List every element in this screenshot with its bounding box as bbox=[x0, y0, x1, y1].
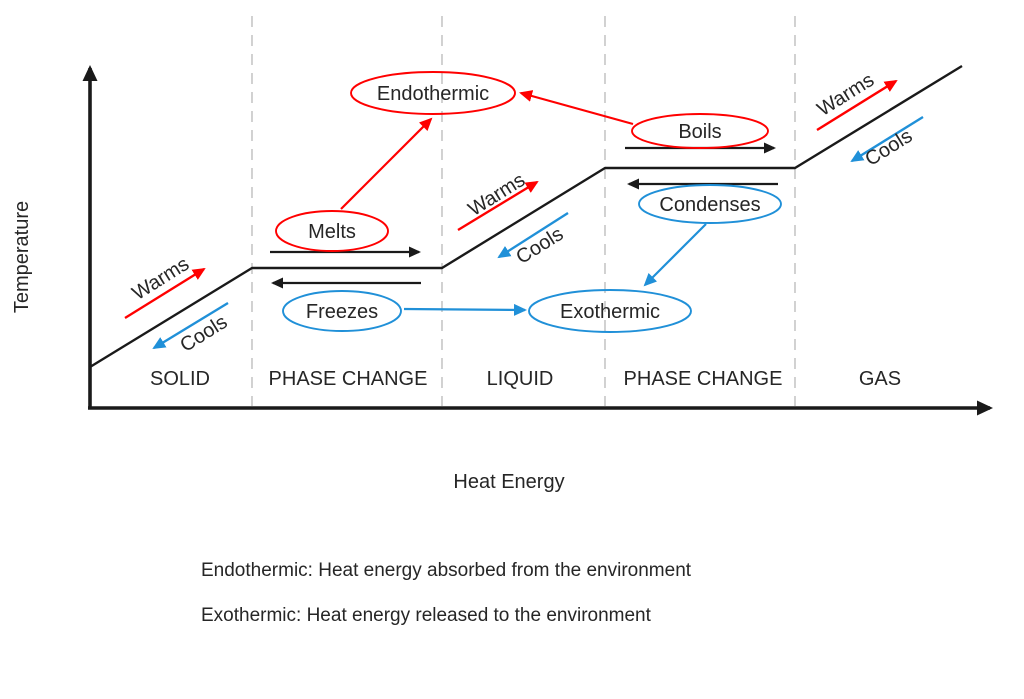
warms-label-liquid: Warms bbox=[464, 169, 529, 221]
boils-ellipse bbox=[631, 113, 769, 149]
exothermic-ellipse bbox=[528, 289, 692, 333]
endothermic-ellipse bbox=[350, 71, 516, 115]
melts-ellipse bbox=[275, 210, 389, 252]
melts-to-endothermic-arrow bbox=[340, 117, 433, 210]
condenses-to-exothermic-arrow bbox=[643, 223, 707, 287]
melts-label: Melts bbox=[308, 221, 356, 243]
warms-arrow-liquid bbox=[457, 180, 539, 232]
region-label-gas: GAS bbox=[859, 368, 901, 390]
condenses-label: Condenses bbox=[659, 194, 760, 216]
freezes-to-exothermic-arrow bbox=[403, 303, 527, 316]
warms-arrow-gas bbox=[816, 79, 898, 132]
region-label-phase-change-2: PHASE CHANGE bbox=[624, 368, 783, 390]
region-label-liquid: LIQUID bbox=[487, 368, 554, 390]
freezes-label: Freezes bbox=[306, 301, 378, 323]
boils-label: Boils bbox=[678, 121, 721, 143]
cools-arrow-liquid bbox=[497, 211, 569, 259]
heating-curve bbox=[89, 64, 963, 369]
region-label-phase-change-1: PHASE CHANGE bbox=[269, 368, 428, 390]
cools-arrow-solid bbox=[152, 301, 229, 350]
endothermic-label: Endothermic bbox=[377, 83, 489, 105]
exothermic-label: Exothermic bbox=[560, 301, 660, 323]
endothermic-definition: Endothermic: Heat energy absorbed from t… bbox=[201, 560, 692, 581]
warms-arrow-solid bbox=[124, 267, 206, 320]
exothermic-definition: Exothermic: Heat energy released to the … bbox=[201, 605, 652, 626]
condenses-ellipse bbox=[638, 184, 782, 224]
region-label-solid: SOLID bbox=[150, 368, 210, 390]
y-axis-label: Temperature bbox=[11, 201, 33, 313]
x-axis-label: Heat Energy bbox=[453, 471, 564, 493]
boils-to-endothermic-arrow bbox=[519, 90, 634, 126]
cools-label-gas: Cools bbox=[861, 125, 916, 171]
cools-arrow-gas bbox=[850, 115, 924, 163]
freezes-ellipse bbox=[282, 290, 402, 332]
